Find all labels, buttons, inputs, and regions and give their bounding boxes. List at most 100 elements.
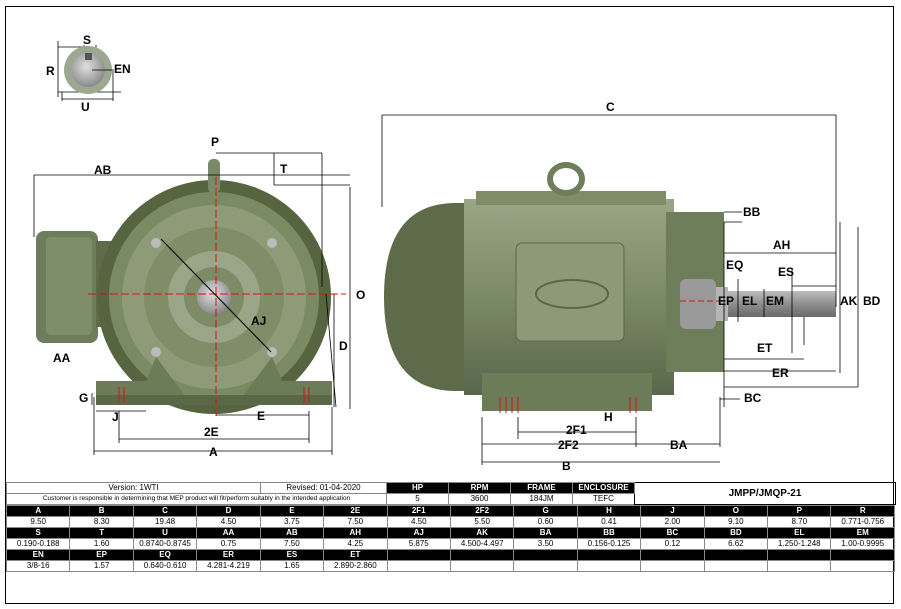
dimension-header-cell [576,549,642,561]
label-BA: BA [670,438,688,452]
dimension-value-cell: 0.156-0.125 [576,538,642,550]
label-EQ: EQ [726,258,743,272]
dimension-header-cell: S [5,527,71,539]
label-C: C [606,100,615,114]
dimension-header-cell: 2F1 [386,505,451,517]
dimension-value-cell [576,560,642,572]
dimension-value-cell: 4.500-4.497 [449,538,515,550]
dimension-value-cell: 8.70 [767,516,832,528]
dimension-header-cell [830,549,895,561]
disclaimer-cell: Customer is responsible in determining t… [6,493,387,505]
label-BB: BB [743,205,761,219]
spec-sheet: S R EN U [5,6,896,605]
dimension-value-cell: 1.60 [69,538,134,550]
spec-value-rpm: 3600 [448,493,511,505]
motor-side-view: C BB AH EQ ES EP EL EM AK BD ET ER BC H … [381,100,881,473]
spec-header-rpm: RPM [448,482,511,494]
dimension-value-cell [703,560,769,572]
dimension-header-cell: T [69,527,134,539]
motor-front-view: P T AB O AJ D AA G J E 2E A [33,135,365,459]
dimension-header-cell: AB [259,527,325,539]
dimension-header-cell: ET [323,549,388,561]
label-J: J [112,410,119,424]
label-2F2: 2F2 [558,438,579,452]
dimension-value-cell: 3/8-16 [5,560,71,572]
label-BD: BD [863,294,881,308]
dimension-value-cell: 0.640-0.610 [132,560,198,572]
header-table: Version: 1WTI Revised: 01-04-2020 HP RPM… [6,482,896,505]
label-2E: 2E [204,425,219,439]
dimension-value-cell: 4.50 [386,516,451,528]
label-EL: EL [742,294,757,308]
dimension-value-cell [767,560,832,572]
dimension-value-cell: 0.8740-0.8745 [132,538,198,550]
dimension-value-cell: 4.25 [323,538,388,550]
dimension-value-cell: 9.50 [5,516,71,528]
label-O: O [356,288,365,302]
dimension-header-cell: AK [449,527,515,539]
dimension-value-cell: 1.57 [69,560,134,572]
dimension-header-cell: 2F2 [449,505,515,517]
label-S: S [83,33,91,47]
dimension-header-cell: EP [69,549,134,561]
dimension-header-cell: D [196,505,261,517]
dimension-value-cell: 3.75 [259,516,325,528]
revised-cell: Revised: 01-04-2020 [260,482,387,494]
dimension-header-cell: AA [196,527,261,539]
dimension-header-cell: P [767,505,832,517]
dimension-header-cell [449,549,515,561]
dimension-value-cell: 1.00-0.9995 [830,538,895,550]
dimension-header-cell: BD [703,527,769,539]
label-P: P [211,135,219,149]
dimension-value-cell: 6.62 [703,538,769,550]
spec-value-enclosure: TEFC [572,493,635,505]
dimension-value-cell: 4.281-4.219 [196,560,261,572]
label-AA: AA [53,351,71,365]
dimension-header-cell [640,549,705,561]
dimension-header-cell: AH [323,527,388,539]
label-A: A [209,445,218,459]
dimension-value-cell: 2.890-2.860 [323,560,388,572]
dimension-value-cell: 19.48 [132,516,198,528]
spec-table: Version: 1WTI Revised: 01-04-2020 HP RPM… [5,482,896,605]
dimension-header-cell: BB [576,527,642,539]
motor-drawing: S R EN U [6,7,895,481]
dimension-header-cell: EL [767,527,832,539]
spec-header-frame: FRAME [510,482,573,494]
dimension-value-cell [513,560,578,572]
dimension-header-cell: R [830,505,895,517]
dimension-value-cell: 0.771-0.756 [830,516,895,528]
dimension-header-cell [767,549,832,561]
label-ES: ES [778,265,794,279]
dimension-header-cell: EQ [132,549,198,561]
dimension-header-cell: ES [259,549,325,561]
dimension-value-cell: 0.75 [196,538,261,550]
dimension-header-cell: A [5,505,71,517]
dimension-value-cell [386,560,451,572]
dimension-header-cell: BC [640,527,705,539]
label-EP: EP [718,294,734,308]
label-AH: AH [773,238,790,252]
dimension-header-cell [513,549,578,561]
dimension-value-cell: 1.65 [259,560,325,572]
dimension-value-cell [640,560,705,572]
dimension-value-cell: 7.50 [259,538,325,550]
dimension-header-cell: EN [5,549,71,561]
label-2F1: 2F1 [566,423,587,437]
dimension-header-cell: EM [830,527,895,539]
dimension-value-cell: 4.50 [196,516,261,528]
dimension-value-cell: 0.12 [640,538,705,550]
label-G: G [79,391,88,405]
shaft-end-view: S R EN U [46,33,131,114]
label-AK: AK [840,294,858,308]
label-ET: ET [757,341,773,355]
dimension-value-cell: 5.875 [386,538,451,550]
label-AJ: AJ [251,314,266,328]
label-BC: BC [744,391,762,405]
